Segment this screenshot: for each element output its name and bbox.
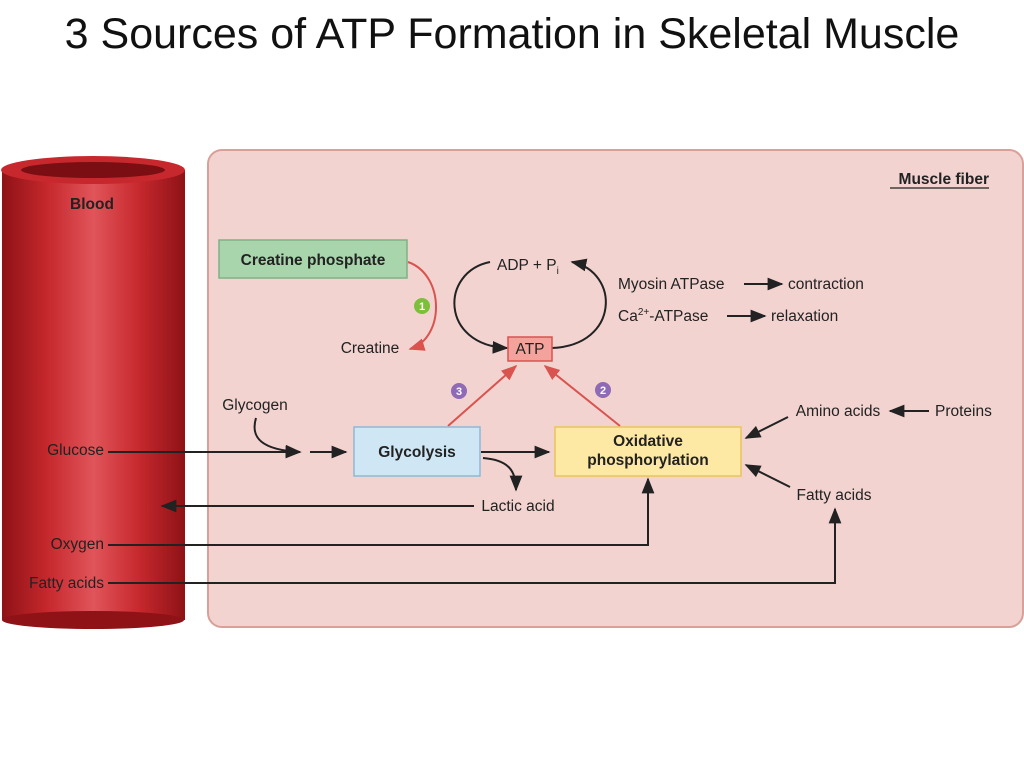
fiber-fatty-acids-label: Fatty acids [797, 487, 872, 504]
atp-box [507, 336, 553, 362]
glycogen-label: Glycogen [222, 397, 287, 414]
oxidative-phosphorylation-box [554, 426, 742, 477]
creatine-label: Creatine [341, 340, 400, 357]
pathway-number-3: 3 [456, 386, 462, 398]
ca-atpase-label: Ca2+-ATPase [618, 307, 708, 325]
glucose-label: Glucose [47, 442, 104, 459]
adp-to-atp-arrow [453, 261, 509, 354]
blood-label: Blood [70, 196, 114, 213]
lactic-acid-label: Lactic acid [481, 498, 554, 515]
amino-acids-label: Amino acids [796, 403, 881, 420]
pathway-badge-2 [595, 382, 611, 398]
fatty-acids-to-oxidative-arrow [744, 464, 791, 488]
glycolysis-label: Glycolysis [378, 444, 456, 461]
glycolysis-to-atp-arrow [447, 364, 518, 427]
atp-label: ATP [516, 341, 545, 358]
oxidative-to-atp-arrow [543, 365, 621, 427]
oxygen-label: Oxygen [51, 536, 104, 553]
contraction-label: contraction [788, 276, 864, 293]
creatine-phosphate-label: Creatine phosphate [241, 252, 386, 269]
oxidative-label-line1: Oxidative [613, 433, 683, 450]
blood-fatty-acids-label: Fatty acids [29, 575, 104, 592]
relaxation-label: relaxation [771, 308, 838, 325]
pathway-number-1: 1 [419, 301, 425, 313]
adp-pi-label: ADP + Pi [497, 257, 559, 277]
oxidative-label-line2: phosphorylation [587, 452, 708, 469]
blood-fatty-acids-arrow [108, 507, 842, 584]
glycolysis-to-lactic-acid-arrow [482, 457, 523, 492]
muscle-fiber-label: Muscle fiber [899, 171, 989, 188]
atp-to-adp-arrow [551, 258, 607, 349]
pathway-badge-3 [451, 383, 467, 399]
proteins-label: Proteins [935, 403, 992, 420]
creatine-phosphate-box [218, 239, 408, 279]
pathway-number-2: 2 [600, 385, 606, 397]
glycolysis-box [353, 426, 481, 477]
oxygen-arrow [108, 477, 655, 546]
creatine-arrow [407, 261, 437, 351]
myosin-atpase-label: Myosin ATPase [618, 276, 725, 293]
slide-title: 3 Sources of ATP Formation in Skeletal M… [64, 10, 960, 58]
amino-acids-to-oxidative-arrow [744, 416, 789, 439]
blood-vessel [1, 156, 185, 629]
muscle-fiber-panel [207, 149, 1024, 628]
pathway-badge-1 [414, 298, 430, 314]
